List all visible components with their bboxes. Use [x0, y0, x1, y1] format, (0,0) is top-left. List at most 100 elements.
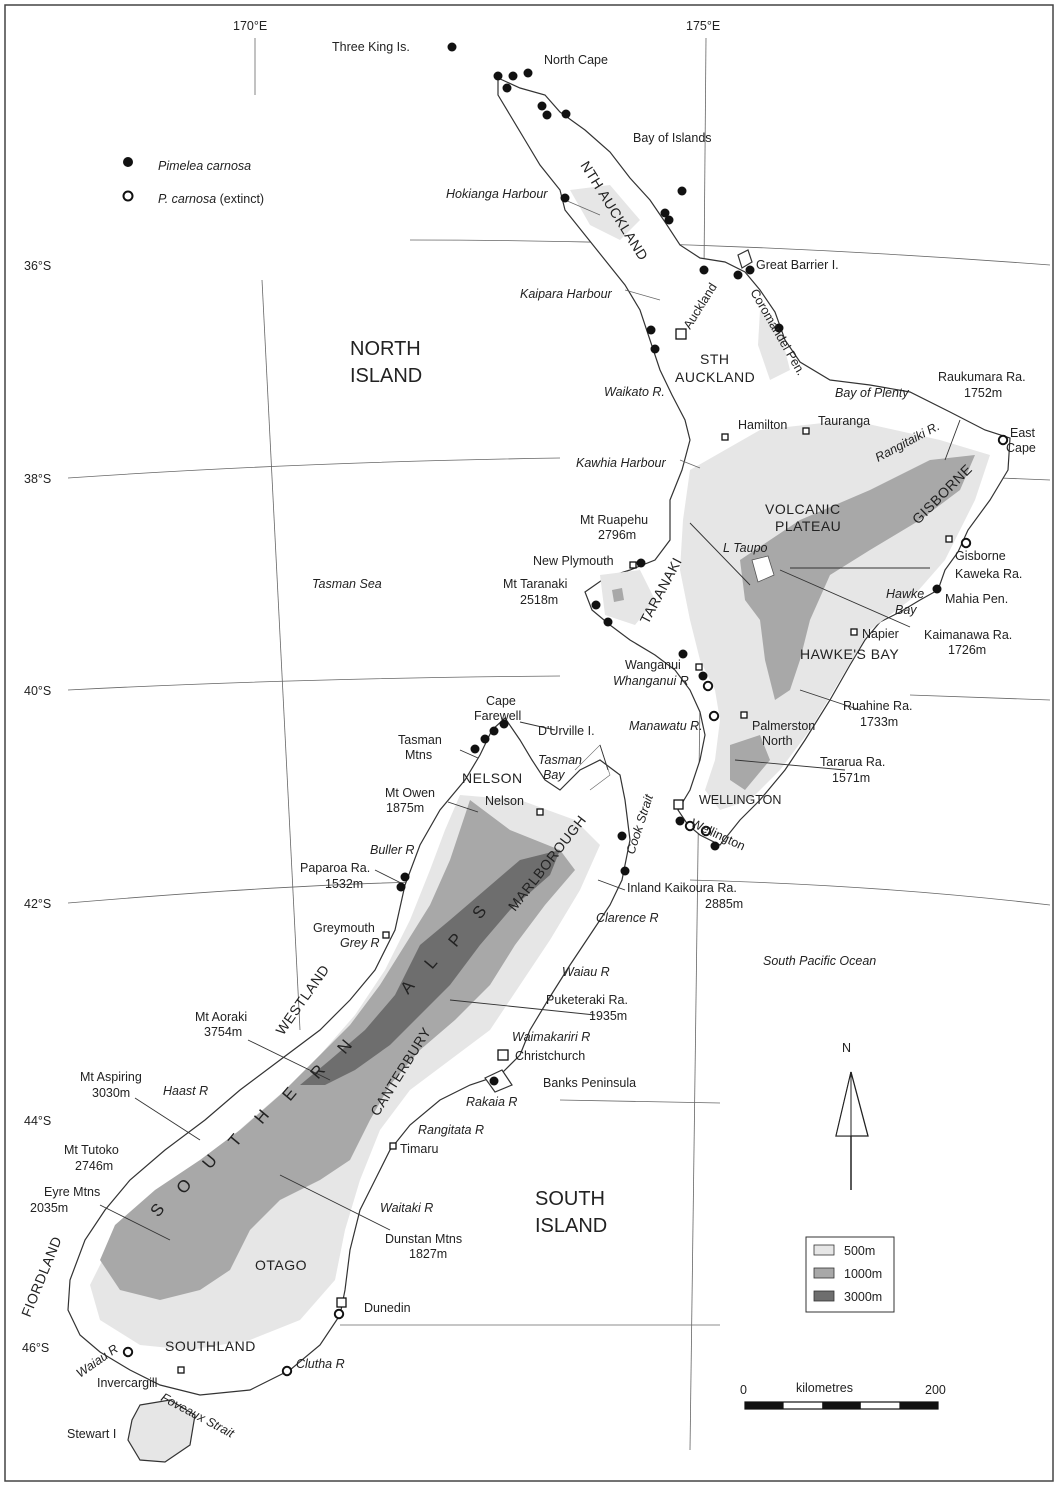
- north-arrow-label: N: [842, 1041, 851, 1055]
- record-dot: [470, 744, 480, 754]
- elevation-label-500: 500m: [844, 1244, 875, 1258]
- lat-label-42: 42°S: [24, 897, 51, 911]
- extinct-record-dot: [708, 710, 720, 722]
- record-dot: [603, 617, 613, 627]
- record-dot: [932, 584, 942, 594]
- label-cape-farewell-2: Farewell: [474, 709, 521, 723]
- label-puketeraki-name: Puketeraki Ra.: [546, 993, 628, 1007]
- label-tasman-bay-1: Tasman: [538, 753, 582, 767]
- label-haast: Haast R: [163, 1084, 208, 1098]
- town-marker-wanganui: [695, 663, 703, 671]
- label-paparoa-name: Paparoa Ra.: [300, 861, 370, 875]
- region-sth-auckland-1: STH: [700, 351, 730, 367]
- leader-tararua: [734, 759, 846, 771]
- leader-kaikoura: [597, 879, 626, 891]
- label-bay-of-plenty: Bay of Plenty: [835, 386, 909, 400]
- label-hawke-bay-1: Hawke: [886, 587, 924, 601]
- species-legend: Pimelea carnosa P. carnosa (extinct): [122, 157, 264, 206]
- label-grey-r: Grey R: [340, 936, 380, 950]
- town-marker-nelson: [536, 808, 544, 816]
- record-dot: [502, 83, 512, 93]
- record-dot: [660, 208, 670, 218]
- region-volcanic-2: PLATEAU: [775, 518, 841, 534]
- label-aoraki-name: Mt Aoraki: [195, 1010, 247, 1024]
- elevation-label-3000: 3000m: [844, 1290, 882, 1304]
- town-marker-tauranga: [802, 427, 810, 435]
- record-dot: [537, 101, 547, 111]
- label-tararua-name: Tararua Ra.: [820, 755, 885, 769]
- region-wellington: WELLINGTON: [699, 793, 781, 807]
- label-buller: Buller R: [370, 843, 414, 857]
- label-waitaki: Waitaki R: [380, 1201, 433, 1215]
- town-marker-invercargill: [177, 1366, 185, 1374]
- record-dot: [396, 882, 406, 892]
- leader-farewell: [519, 721, 556, 731]
- record-dot: [699, 265, 709, 275]
- lat-label-36: 36°S: [24, 259, 51, 273]
- parallel-38-east: [999, 477, 1051, 481]
- label-whanganui-r: Whanganui R: [613, 674, 689, 688]
- label-paparoa-height: 1532m: [325, 877, 363, 891]
- record-dot: [561, 109, 571, 119]
- label-mt-owen-name: Mt Owen: [385, 786, 435, 800]
- taranaki-peak: [612, 588, 624, 602]
- elevation-swatch-3000: [813, 1290, 835, 1302]
- label-taranaki-mt-height: 2518m: [520, 593, 558, 607]
- label-mahia: Mahia Pen.: [945, 592, 1008, 606]
- occurrence-points-extinct: [122, 434, 1009, 1377]
- parallel-44: [559, 1099, 721, 1104]
- coromandel-500m: [758, 310, 790, 380]
- label-dunedin: Dunedin: [364, 1301, 411, 1315]
- label-hawke-bay-2: Bay: [895, 603, 917, 617]
- north-island-label-1: NORTH: [350, 338, 421, 360]
- town-marker-greymouth: [382, 931, 390, 939]
- town-marker-hamilton: [721, 433, 729, 441]
- label-manawatu: Manawatu R.: [629, 719, 703, 733]
- label-east-cape-1: East: [1010, 426, 1036, 440]
- town-marker-dunedin: [336, 1297, 347, 1308]
- label-kaipara: Kaipara Harbour: [520, 287, 613, 301]
- label-tauranga: Tauranga: [818, 414, 870, 428]
- town-marker-timaru: [389, 1142, 397, 1150]
- lat-label-44: 44°S: [24, 1114, 51, 1128]
- label-greymouth: Greymouth: [313, 921, 375, 935]
- south-island-label-2: ISLAND: [535, 1215, 607, 1237]
- lat-label-40: 40°S: [24, 684, 51, 698]
- label-eyre-name: Eyre Mtns: [44, 1185, 100, 1199]
- record-dot: [489, 1076, 499, 1086]
- legend-extant-symbol: [123, 157, 133, 167]
- town-marker-new-plymouth: [629, 561, 637, 569]
- label-rakaia: Rakaia R: [466, 1095, 517, 1109]
- record-dot: [447, 42, 457, 52]
- scale-bar: 0 kilometres 200: [740, 1381, 946, 1410]
- leader-paparoa: [374, 869, 406, 886]
- label-tasman-mtns-2: Mtns: [405, 748, 432, 762]
- tasman-sea-label: Tasman Sea: [312, 577, 382, 591]
- label-great-barrier: Great Barrier I.: [756, 258, 839, 272]
- scale-bar-seg-5: [899, 1402, 938, 1409]
- label-kaimanawa-height: 1726m: [948, 643, 986, 657]
- record-dot: [523, 68, 533, 78]
- elevation-swatch-500: [813, 1244, 835, 1256]
- parallel-40-east: [909, 694, 1051, 701]
- town-marker-wellington: [673, 799, 684, 810]
- scale-bar-seg-1: [745, 1402, 784, 1409]
- parallel-42-east: [689, 879, 1051, 906]
- record-dot: [677, 186, 687, 196]
- record-dot: [664, 215, 674, 225]
- leader-kaimanawa: [779, 569, 911, 628]
- record-dot: [733, 270, 743, 280]
- north-island-1000m: [740, 455, 975, 700]
- meridian-170: [261, 279, 301, 1031]
- leader-aspiring: [134, 1097, 201, 1141]
- lat-label-46: 46°S: [22, 1341, 49, 1355]
- region-nelson: NELSON: [462, 770, 523, 786]
- leader-lines: [99, 419, 961, 1241]
- label-eyre-height: 2035m: [30, 1201, 68, 1215]
- town-marker-napier: [850, 628, 858, 636]
- label-napier: Napier: [862, 627, 899, 641]
- elevation-swatch-1000: [813, 1267, 835, 1279]
- region-sth-auckland-2: AUCKLAND: [675, 369, 755, 385]
- label-tutoko-name: Mt Tutoko: [64, 1143, 119, 1157]
- record-dot: [493, 71, 503, 81]
